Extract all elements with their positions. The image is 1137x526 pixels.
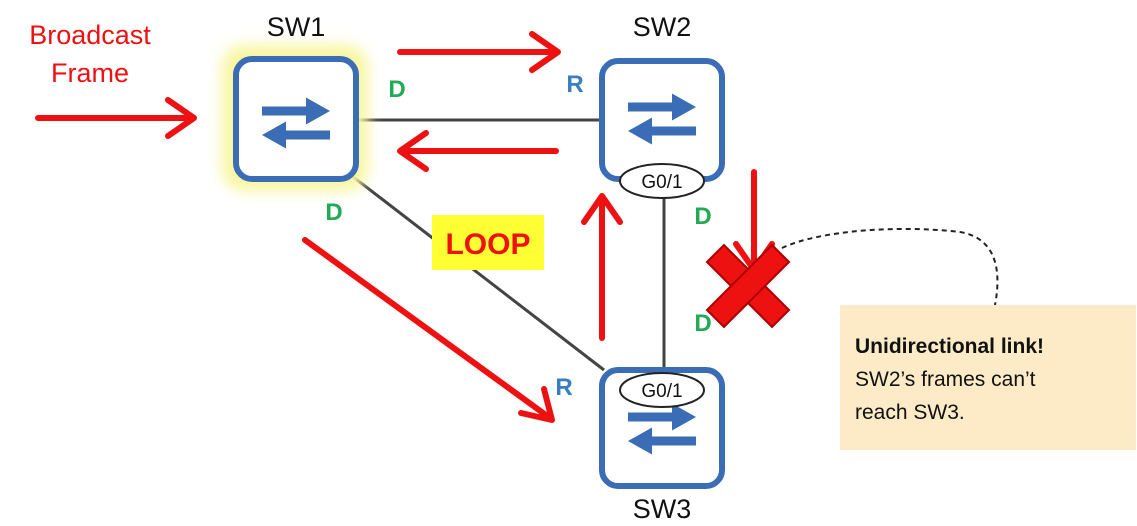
blocked-x-icon xyxy=(705,243,791,329)
switch-sw2[interactable] xyxy=(599,58,725,182)
sw2-label: SW2 xyxy=(633,12,692,42)
sw3-label: SW3 xyxy=(633,494,692,524)
link-sw1-sw3 xyxy=(351,174,605,372)
note-box xyxy=(840,305,1136,450)
switch-sw1[interactable] xyxy=(233,56,359,182)
broadcast-frame-line2: Frame xyxy=(51,58,129,88)
arrow-sw1-to-sw2 xyxy=(397,31,561,73)
sw2-port-g01[interactable]: G0/1 xyxy=(619,163,705,199)
broadcast-frame-line1: Broadcast xyxy=(29,20,151,50)
role-sw3-from-sw1: R xyxy=(555,374,572,401)
role-sw3-g01: D xyxy=(694,310,711,337)
sw3-port-g01[interactable]: G0/1 xyxy=(619,372,705,408)
sw1-label: SW1 xyxy=(267,12,326,42)
role-sw1-to-sw3: D xyxy=(325,199,342,226)
role-sw1-to-sw2: D xyxy=(388,76,405,103)
note-title: Unidirectional link! xyxy=(855,335,1044,358)
svg-text:G0/1: G0/1 xyxy=(641,172,682,193)
arrow-sw2-to-sw1 xyxy=(397,130,559,172)
role-sw2-g01: D xyxy=(694,203,711,230)
loop-label: LOOP xyxy=(445,228,530,261)
arrow-broadcast-in xyxy=(35,97,197,139)
callout-connector xyxy=(781,227,999,306)
arrow-sw3-to-sw2 xyxy=(581,193,623,341)
arrow-sw1-to-sw3 xyxy=(302,237,555,423)
svg-text:G0/1: G0/1 xyxy=(641,381,682,402)
note-line2: reach SW3. xyxy=(855,401,965,424)
loop-highlight xyxy=(432,215,544,270)
role-sw2-from-sw1: R xyxy=(566,71,583,98)
note-line1: SW2’s frames can’t xyxy=(855,368,1036,391)
